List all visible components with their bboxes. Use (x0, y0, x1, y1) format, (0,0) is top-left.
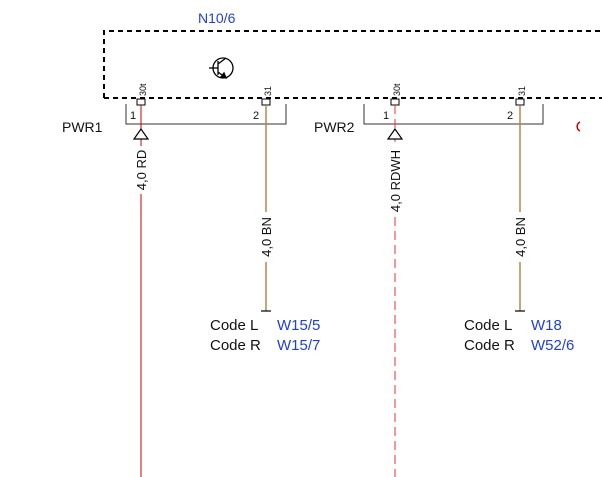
code-ref-link[interactable]: W52/6 (531, 337, 574, 354)
pin-number: 1 (383, 110, 389, 122)
code-label: Code L (210, 317, 258, 334)
pin-terminal-label: 31 (263, 86, 273, 96)
code-ref-link[interactable]: W15/7 (277, 337, 320, 354)
pin-terminal-label: 30t (138, 83, 148, 96)
pin-number: 2 (253, 110, 259, 122)
code-label: Code R (210, 337, 261, 354)
next-connector-mark (576, 121, 581, 132)
component-box (103, 30, 602, 99)
connector-label: PWR1 (62, 119, 103, 135)
fuse-arrow-icon (132, 127, 150, 140)
connector-label: PWR2 (314, 119, 355, 135)
wire-label: 4,0 BN (513, 217, 528, 257)
connector-pwr1: PWR1 30t 1 4,0 RD 31 2 4,0 BN Code L W15… (62, 83, 320, 477)
pin-terminal (390, 98, 400, 106)
code-label: Code L (464, 317, 512, 334)
component-id[interactable]: N10/6 (198, 10, 236, 26)
pin-terminal-label: 31 (517, 86, 527, 96)
pin-number: 2 (507, 110, 513, 122)
code-label: Code R (464, 337, 515, 354)
pin-terminal-label: 30t (392, 83, 402, 96)
code-ref-link[interactable]: W18 (531, 317, 562, 334)
fuse-arrow-icon (386, 127, 404, 140)
pin-terminal (261, 98, 271, 106)
code-ref-link[interactable]: W15/5 (277, 317, 320, 334)
connector-bracket (125, 104, 287, 125)
connector-bracket (363, 104, 544, 125)
pin-terminal (515, 98, 525, 106)
connector-pwr2: PWR2 30t 1 4,0 RDWH 31 2 4,0 BN Code L W… (314, 83, 574, 477)
wire-label: 4,0 RDWH (388, 150, 403, 212)
wire-label: 4,0 BN (259, 217, 274, 257)
wire-label: 4,0 RD (134, 150, 149, 190)
pin-number: 1 (130, 110, 136, 122)
transistor-icon (209, 57, 234, 79)
pin-terminal (136, 98, 146, 106)
